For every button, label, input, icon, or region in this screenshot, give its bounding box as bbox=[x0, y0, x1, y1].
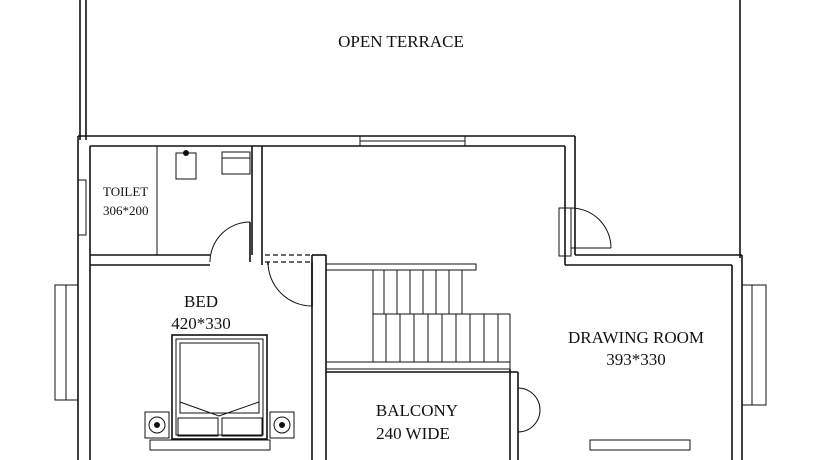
drawing-door bbox=[558, 207, 612, 257]
top-window bbox=[359, 135, 466, 147]
bed-left-window bbox=[54, 284, 79, 401]
toilet-size: 306*200 bbox=[103, 203, 149, 218]
toilet-walls bbox=[90, 146, 263, 266]
toilet-fixtures bbox=[175, 150, 251, 180]
bed-door bbox=[265, 254, 313, 307]
bed-right-wall bbox=[311, 254, 327, 460]
toilet-label: TOILET bbox=[103, 184, 148, 199]
bed-label: BED bbox=[184, 292, 218, 311]
balcony-label: BALCONY bbox=[376, 401, 458, 420]
bed-bottom-window bbox=[149, 439, 271, 451]
balcony-size: 240 WIDE bbox=[376, 424, 450, 443]
terrace-outline bbox=[79, 0, 741, 258]
bedside-lamp-right bbox=[269, 411, 295, 439]
drawing-right-window bbox=[741, 284, 767, 406]
double-bed bbox=[171, 334, 268, 440]
bedside-lamp-left bbox=[144, 411, 170, 439]
staircase bbox=[325, 263, 511, 370]
balcony-door bbox=[517, 387, 541, 433]
bed-size: 420*330 bbox=[171, 314, 231, 333]
toilet-door bbox=[209, 221, 251, 263]
terrace-label: OPEN TERRACE bbox=[338, 32, 464, 51]
drawing-bottom-window bbox=[589, 439, 691, 451]
drawing-label: DRAWING ROOM bbox=[568, 328, 704, 347]
drawing-size: 393*330 bbox=[606, 350, 666, 369]
toilet-window bbox=[77, 179, 87, 236]
